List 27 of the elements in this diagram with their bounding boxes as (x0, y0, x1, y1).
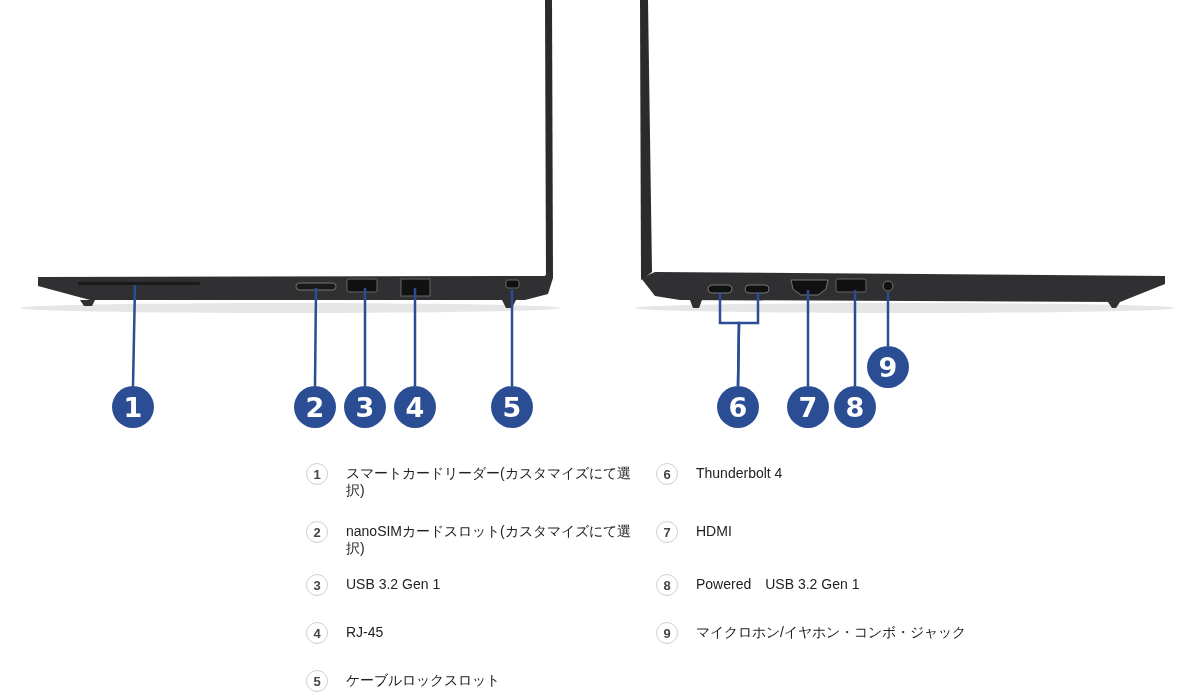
port-description: USB 3.2 Gen 1 (346, 576, 442, 593)
callout-number: 1 (112, 386, 154, 428)
leader-line (413, 288, 417, 386)
leader-line (886, 292, 890, 346)
leader-line (736, 292, 760, 387)
port-description: スマートカードリーダー(カスタマイズにて選択) (346, 465, 632, 499)
leader-line (853, 290, 857, 386)
leader-line (806, 290, 810, 386)
port-description: nanoSIMカードスロット(カスタマイズにて選択) (346, 523, 632, 557)
leader-line (510, 290, 514, 386)
port-description: ケーブルロックスロット (346, 672, 501, 689)
port-description: HDMI (696, 523, 733, 540)
port-description: RJ-45 (346, 624, 385, 641)
callout-number: 5 (491, 386, 533, 428)
leader-line (363, 288, 367, 386)
leader-line (131, 284, 137, 387)
port-description: Thunderbolt 4 (696, 465, 784, 482)
callout-number: 4 (394, 386, 436, 428)
callout-number: 2 (294, 386, 336, 428)
leader-line (313, 288, 318, 386)
callout-number: 9 (867, 346, 909, 388)
callout-number: 7 (787, 386, 829, 428)
callout-number: 3 (344, 386, 386, 428)
port-description: Powered USB 3.2 Gen 1 (696, 576, 861, 593)
callout-number: 6 (717, 386, 759, 428)
port-description: マイクロホン/イヤホン・コンボ・ジャック (696, 624, 967, 641)
callout-number: 8 (834, 386, 876, 428)
